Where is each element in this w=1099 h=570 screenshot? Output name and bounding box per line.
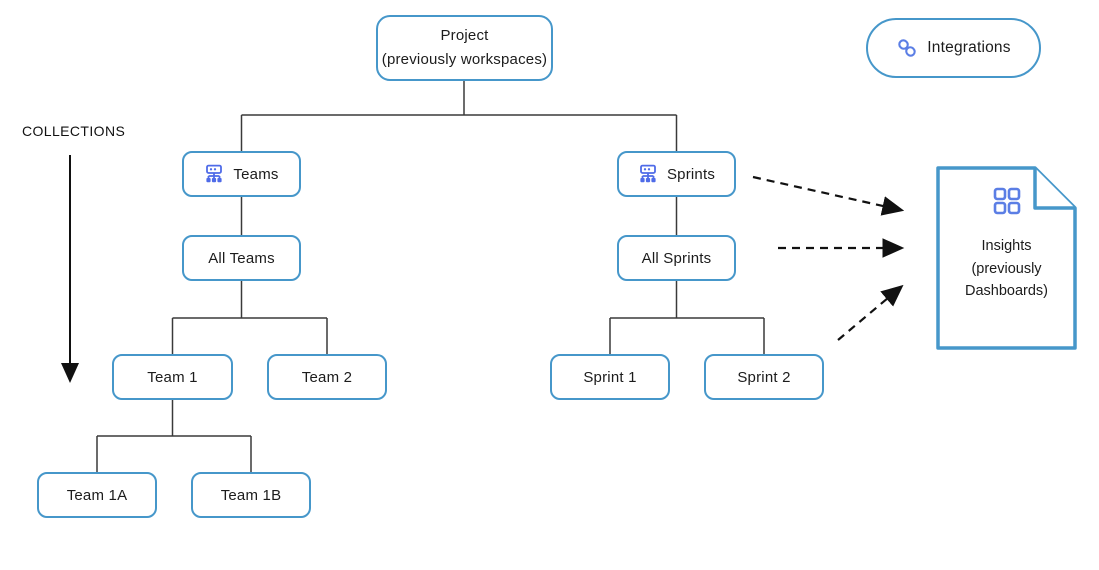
document-fold — [1033, 168, 1075, 210]
node-all-sprints: All Sprints — [617, 235, 736, 281]
node-sprint2: Sprint 2 — [704, 354, 824, 400]
node-teams: Teams — [182, 151, 301, 197]
arrow-sprints-to-insights — [752, 175, 905, 216]
node-team2-label: Team 2 — [301, 368, 353, 386]
link-icon — [898, 39, 917, 57]
node-project: Project (previously workspaces) — [376, 15, 553, 81]
org-chart-icon — [640, 164, 656, 183]
node-all-teams-label: All Teams — [208, 249, 275, 267]
node-team2: Team 2 — [267, 354, 387, 400]
connector-allteams-children — [171, 281, 328, 354]
arrow-sprint-items-to-insights — [837, 284, 904, 341]
collections-label: COLLECTIONS — [22, 123, 126, 139]
node-sprints: Sprints — [617, 151, 736, 197]
node-all-sprints-label: All Sprints — [641, 249, 712, 267]
node-sprints-label: Sprints — [666, 165, 716, 183]
node-sprint1: Sprint 1 — [550, 354, 670, 400]
insights-line3: Dashboards) — [964, 283, 1048, 300]
node-team1a: Team 1A — [37, 472, 157, 518]
org-chart-icon — [206, 164, 223, 183]
node-sprint2-label: Sprint 2 — [737, 368, 791, 386]
insights-line2: (previously — [971, 260, 1042, 277]
node-teams-label: Teams — [233, 165, 279, 183]
connector-team1-children — [96, 400, 252, 472]
insights-document: Insights (previously Dashboards) — [938, 186, 1075, 303]
integrations-label: Integrations — [927, 39, 1011, 56]
node-team1b: Team 1B — [191, 472, 311, 518]
node-team1b-label: Team 1B — [220, 486, 282, 504]
node-team1-label: Team 1 — [147, 368, 198, 386]
node-project-line1: Project — [440, 27, 489, 45]
integrations-button: Integrations — [866, 18, 1041, 78]
node-team1a-label: Team 1A — [66, 486, 128, 504]
insights-line1: Insights — [981, 238, 1032, 255]
node-team1: Team 1 — [112, 354, 233, 400]
insights-document-shape — [936, 166, 1077, 350]
node-project-line2: (previously workspaces) — [381, 51, 548, 68]
document-outline — [936, 166, 1077, 350]
connector-allsprints-children — [609, 281, 765, 354]
node-sprint1-label: Sprint 1 — [583, 368, 637, 386]
node-all-teams: All Teams — [182, 235, 301, 281]
tree-connectors — [96, 81, 765, 472]
grid-icon — [993, 187, 1020, 215]
